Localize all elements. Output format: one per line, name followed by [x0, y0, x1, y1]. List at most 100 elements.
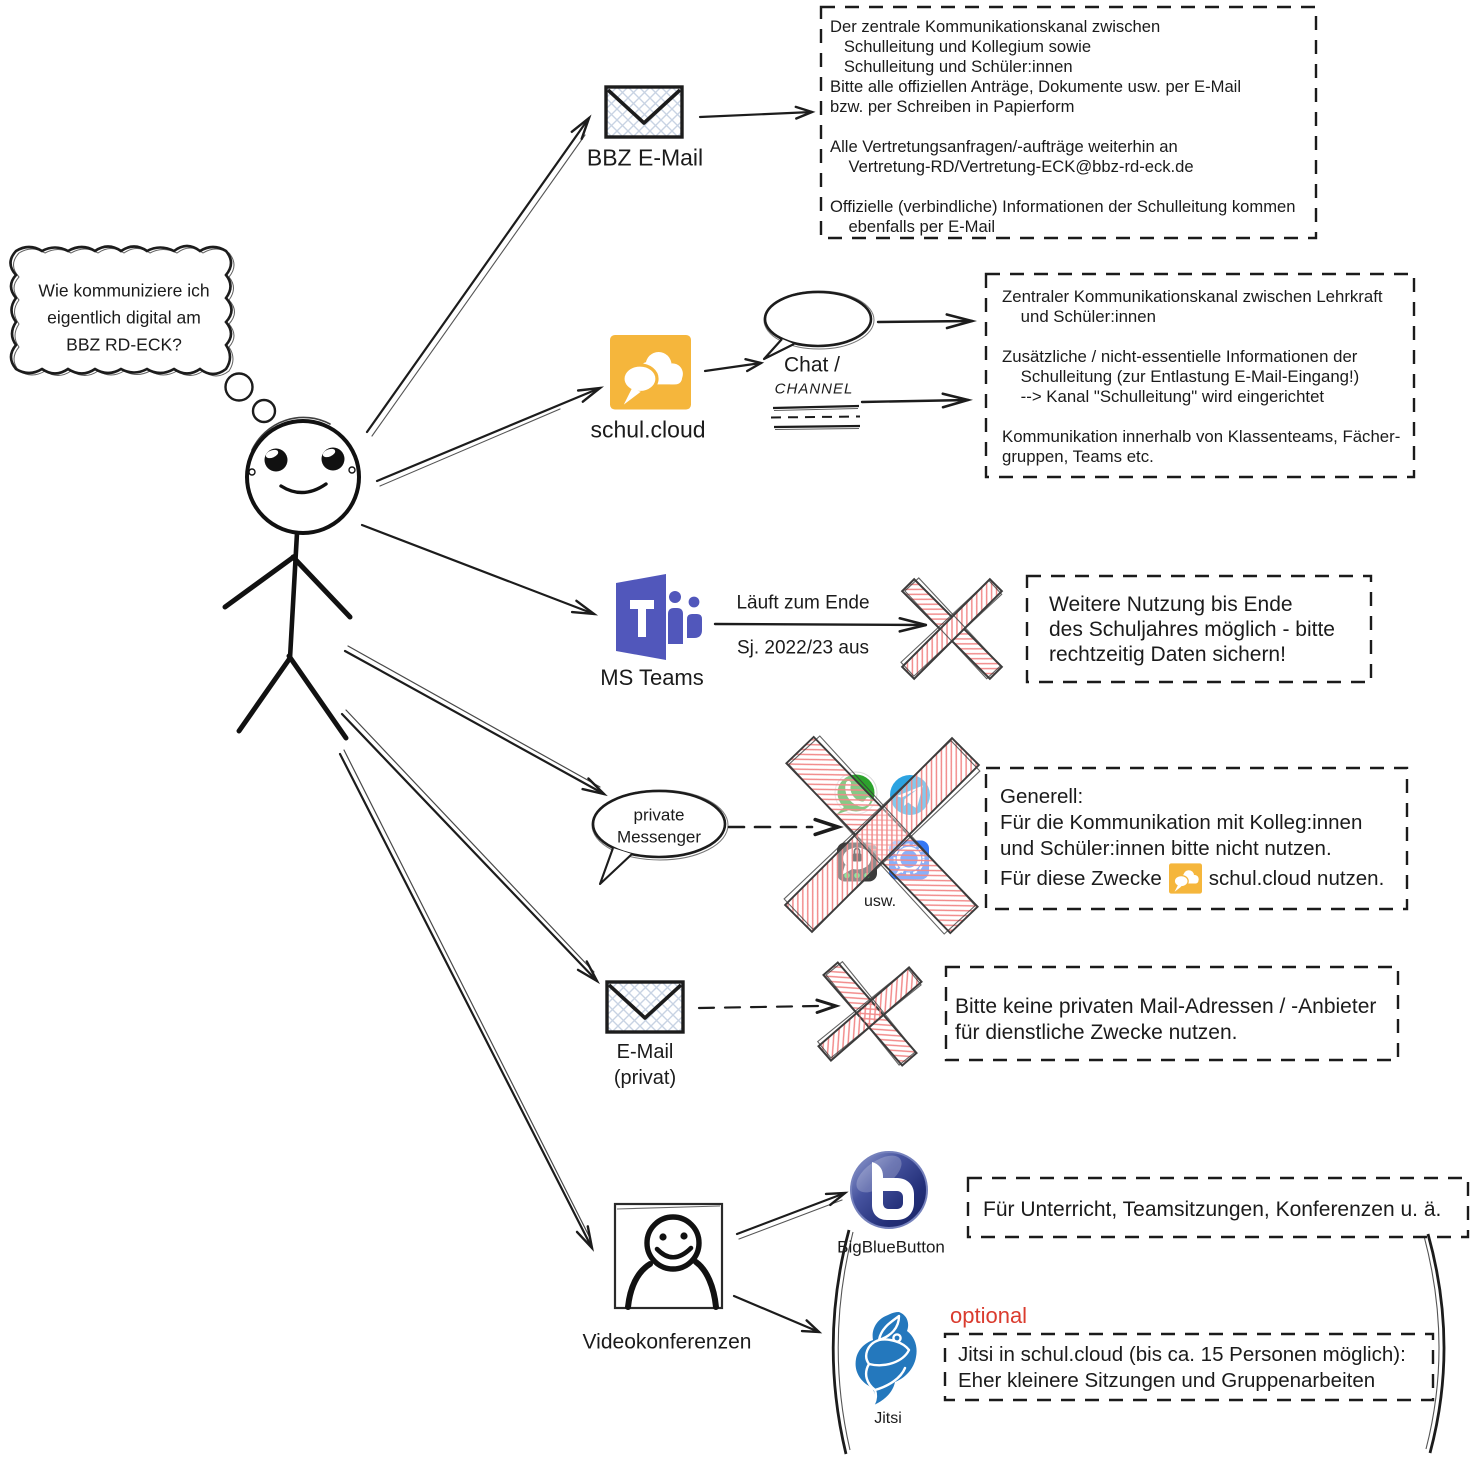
text-line: und Schüler:innen	[1002, 307, 1156, 326]
text-line	[1002, 407, 1400, 427]
thought-dot-large	[224, 372, 254, 402]
videoconference-icon	[613, 1202, 724, 1310]
arrow-bbz-to-box	[698, 105, 816, 120]
arrow-messenger-to-x	[727, 817, 844, 837]
text-line: gruppen, Teams etc.	[1002, 447, 1154, 466]
private-email-label-line1: E-Mail	[616, 1041, 674, 1063]
chat-speech-bubble	[762, 290, 875, 361]
text-line: Für diese Zwecke schul.cloud nutzen.	[1000, 863, 1385, 894]
text-line: Für die Kommunikation mit Kolleg:innen	[1000, 811, 1363, 834]
text-line: bzw. per Schreiben in Papierform	[830, 97, 1075, 116]
text-line: ebenfalls per E-Mail	[830, 217, 996, 236]
text-line: Bitte keine privaten Mail-Adressen / -An…	[955, 995, 1377, 1018]
teams-arrow-note-top: Läuft zum Ende	[736, 592, 870, 614]
text-line: Generell:	[1000, 785, 1084, 808]
thought-line: BBZ RD-ECK?	[66, 334, 182, 355]
text-line	[830, 117, 1295, 137]
text-line	[830, 177, 1295, 197]
teams-crossed-out-x	[900, 577, 1003, 680]
bbz-email-envelope-icon	[604, 85, 684, 139]
schulcloud-info-box: Zentraler Kommunikationskanal zwischen L…	[1002, 287, 1400, 467]
text-line: Zusätzliche / nicht-essentielle Informat…	[1002, 347, 1358, 366]
messenger-info-box: Generell: Für die Kommunikation mit Koll…	[1000, 785, 1385, 894]
text-line: und Schüler:innen bitte nicht nutzen.	[1000, 837, 1332, 860]
schulcloud-info-box-border	[984, 272, 1416, 479]
text-line: Jitsi in schul.cloud (bis ca. 15 Persone…	[958, 1343, 1406, 1366]
text-line: Eher kleinere Sitzungen und Gruppenarbei…	[958, 1369, 1376, 1392]
teams-arrow-note-bottom: Sj. 2022/23 aus	[736, 637, 870, 659]
arrow-to-schulcloud	[375, 386, 605, 487]
text-line	[1002, 327, 1400, 347]
thought-bubble-text: Wie kommuniziere ich eigentlich digital …	[38, 278, 209, 359]
stick-figure	[222, 416, 361, 741]
text-line: des Schuljahres möglich - bitte	[1049, 618, 1335, 641]
text-line: Vertretung-RD/Vertretung-ECK@bbz-rd-eck.…	[830, 157, 1194, 176]
arrow-schulcloud-to-chat	[703, 358, 765, 373]
private-messenger-bubble	[591, 789, 729, 886]
jitsi-label: Jitsi	[874, 1410, 902, 1427]
text-line: --> Kanal "Schulleitung" wird eingericht…	[1002, 387, 1325, 406]
bbz-email-info-box-border	[819, 5, 1318, 240]
private-email-info-box-border	[944, 965, 1400, 1062]
thought-dot-small	[251, 398, 277, 424]
ms-teams-icon	[616, 574, 702, 660]
teams-info-box: Weitere Nutzung bis Ende des Schuljahres…	[1049, 593, 1335, 668]
bbb-info-box: Für Unterricht, Teamsitzungen, Konferenz…	[983, 1198, 1442, 1221]
arrow-to-private-email	[340, 709, 600, 985]
schulcloud-icon	[608, 333, 693, 412]
text-line: Kommunikation innerhalb von Klassenteams…	[1002, 427, 1401, 446]
text-line: Schulleitung und Kollegium sowie	[830, 37, 1092, 56]
thought-line: eigentlich digital am	[47, 307, 201, 328]
text-line: Schulleitung und Schüler:innen	[830, 57, 1073, 76]
arrow-to-bbz-email	[365, 114, 592, 437]
private-messenger-bubble-line1: private	[633, 805, 685, 825]
private-email-envelope-icon	[605, 980, 685, 1034]
bigbluebutton-icon	[850, 1151, 928, 1229]
jitsi-info-box-border	[943, 1332, 1435, 1402]
arrow-to-ms-teams	[360, 523, 599, 616]
jitsi-icon	[855, 1312, 917, 1406]
messenger-line4-after: schul.cloud nutzen.	[1208, 867, 1385, 890]
messenger-info-box-border	[984, 766, 1409, 911]
radiating-arrows	[338, 114, 608, 1252]
jitsi-optional-label: optional	[950, 1303, 1028, 1328]
text-line: rechtzeitig Daten sichern!	[1049, 643, 1286, 666]
private-email-label-line2: (privat)	[613, 1067, 677, 1089]
text-line: Zentraler Kommunikationskanal zwischen L…	[1002, 287, 1383, 306]
private-email-info-box: Bitte keine privaten Mail-Adressen / -An…	[955, 995, 1376, 1047]
schulcloud-mini-icon	[1168, 863, 1202, 900]
text-line: Alle Vertretungsanfragen/-aufträge weite…	[830, 137, 1178, 156]
arrow-to-private-messenger	[343, 645, 608, 797]
videoconference-label: Videokonferenzen	[582, 1330, 752, 1354]
bbz-email-info-box: Der zentrale Kommunikationskanal zwische…	[830, 17, 1295, 237]
private-email-crossed-out-x	[816, 960, 923, 1067]
arrow-teams-to-x	[713, 617, 928, 633]
chat-label: Chat /	[783, 353, 841, 377]
chat-text-lines	[770, 404, 861, 430]
text-line: Offizielle (verbindliche) Informationen …	[830, 197, 1296, 216]
bigbluebutton-label: BigBlueButton	[837, 1237, 945, 1257]
thought-line: Wie kommuniziere ich	[38, 280, 210, 301]
teams-info-box-border	[1025, 574, 1373, 684]
bbb-info-box-border	[966, 1176, 1470, 1239]
text-line: für dienstliche Zwecke nutzen.	[955, 1021, 1238, 1044]
private-messenger-bubble-line2: Messenger	[616, 827, 702, 847]
jitsi-group-parentheses	[831, 1229, 1446, 1455]
text-line: Weitere Nutzung bis Ende	[1049, 593, 1293, 616]
arrow-email-to-x	[697, 998, 841, 1014]
messenger-etc-label: usw.	[863, 893, 897, 910]
arrow-video-to-jitsi	[732, 1294, 823, 1334]
messenger-line4-before: Für diese Zwecke	[1000, 867, 1162, 890]
jitsi-info-box: Jitsi in schul.cloud (bis ca. 15 Persone…	[958, 1343, 1406, 1395]
bbz-email-label: BBZ E-Mail	[586, 144, 704, 171]
arrow-video-to-bbb	[735, 1191, 849, 1240]
arrow-to-videoconference	[338, 749, 594, 1252]
channel-label: CHANNEL	[774, 380, 854, 398]
text-line: Schulleitung (zur Entlastung E-Mail-Eing…	[1002, 367, 1360, 386]
text-line: Der zentrale Kommunikationskanal zwische…	[830, 17, 1161, 36]
schulcloud-label: schul.cloud	[590, 416, 706, 443]
text-line: Bitte alle offiziellen Anträge, Dokument…	[830, 77, 1242, 96]
ms-teams-label: MS Teams	[600, 665, 704, 690]
